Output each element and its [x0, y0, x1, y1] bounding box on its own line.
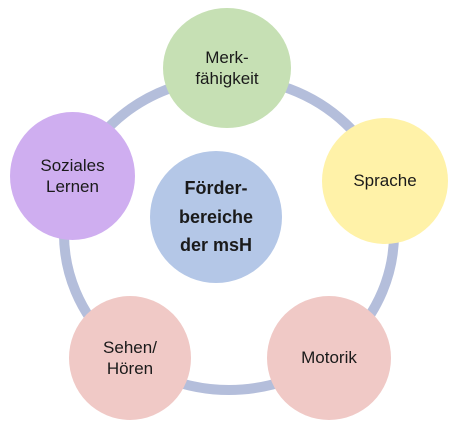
node-sprache: Sprache [322, 118, 448, 244]
node-sehen-hoeren: Sehen/ Hören [69, 296, 191, 420]
node-soziales-lernen: Soziales Lernen [10, 112, 135, 240]
node-motorik: Motorik [267, 296, 391, 420]
node-merkfaehigkeit: Merk- fähigkeit [163, 8, 291, 128]
center-node-foerderbereiche: Förder- bereiche der msH [150, 151, 282, 283]
